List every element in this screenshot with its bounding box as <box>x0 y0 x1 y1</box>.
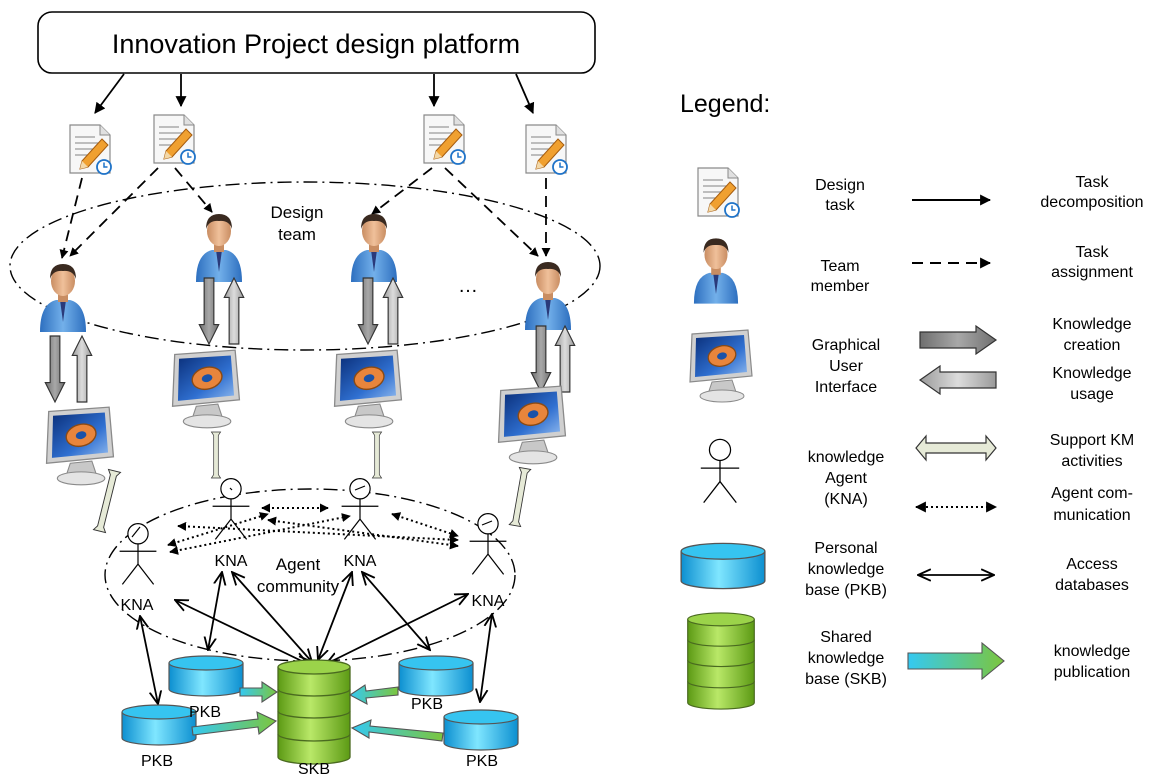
legend-icon-label: Personal <box>814 540 877 557</box>
legend-meaning: Task <box>1076 174 1110 191</box>
legend-personal-database-icon <box>680 542 766 590</box>
team-member-icon <box>351 214 397 282</box>
legend-stick-figure-agent-icon <box>700 438 740 504</box>
legend-meaning: Agent com- <box>1051 485 1133 502</box>
kna-label: KNA <box>344 553 377 570</box>
legend-meaning: decomposition <box>1040 194 1143 211</box>
legend-meaning: Knowledge <box>1052 365 1131 382</box>
legend-gradient-arrow <box>907 641 1005 681</box>
team-member-icon <box>196 214 242 282</box>
personal-database-icon <box>443 709 519 751</box>
legend-icon-label: (KNA) <box>824 491 868 508</box>
task-assignment-arrows <box>59 167 551 259</box>
team-member-icon <box>525 262 571 330</box>
agent-community-boundary <box>104 488 516 662</box>
design-task-icon <box>153 114 196 165</box>
legend-usage-arrow <box>918 364 997 396</box>
legend-title: Legend: <box>680 90 770 118</box>
agent-community-label: Agent <box>276 555 321 574</box>
gui-monitor-icon <box>333 349 403 429</box>
agent-communication-arrows <box>167 503 459 555</box>
legend-icon-label: knowledge <box>808 561 885 578</box>
legend-icon-label: knowledge <box>808 449 885 466</box>
design-task-icon <box>423 114 466 165</box>
task-decomposition-arrows <box>94 73 535 115</box>
legend-icon-label: User <box>829 358 863 375</box>
personal-database-icon <box>398 655 474 697</box>
legend-meaning: usage <box>1070 386 1114 403</box>
legend-icon-label: base (PKB) <box>805 582 887 599</box>
agent-face-marks <box>131 485 493 538</box>
personal-database-icon <box>121 704 197 746</box>
legend-meaning: Access <box>1066 556 1118 573</box>
legend-team-member-icon <box>693 238 739 304</box>
legend-design-task-icon <box>697 167 740 218</box>
kna-label: KNA <box>215 553 248 570</box>
shared-database-icon <box>277 659 351 765</box>
access-database-arrows <box>140 572 492 704</box>
legend-creation-arrow <box>919 324 998 356</box>
more-members-ellipsis: … <box>458 275 478 297</box>
pkb-label: PKB <box>411 696 443 713</box>
knowledge-publication-arrows <box>191 680 444 742</box>
design-task-icon <box>525 124 568 175</box>
platform-box: Innovation Project design platform <box>37 11 596 74</box>
legend-support-arrow <box>915 434 997 462</box>
pkb-label: PKB <box>141 753 173 770</box>
skb-label: SKB <box>298 761 330 776</box>
pkb-label: PKB <box>189 704 221 721</box>
legend-icon-label: member <box>811 278 870 295</box>
legend-meaning: creation <box>1064 337 1121 354</box>
legend-meaning: databases <box>1055 577 1129 594</box>
gui-monitor-icon <box>497 385 567 465</box>
legend-meaning: assignment <box>1051 264 1133 281</box>
design-team-label: Design <box>271 203 324 222</box>
legend-icon-label: Team <box>820 258 859 275</box>
legend-icon-label: task <box>825 197 855 214</box>
gui-monitor-icon <box>171 349 241 429</box>
legend-icon-label: Agent <box>825 470 867 487</box>
design-task-icon <box>69 124 112 175</box>
legend-icon-label: knowledge <box>808 650 885 667</box>
gui-monitor-icon <box>45 406 115 486</box>
legend-meaning: Knowledge <box>1052 316 1131 333</box>
legend: Legend: Design task Task decomposition T… <box>680 90 1144 710</box>
team-member-icon <box>40 264 86 332</box>
legend-icon-label: Design <box>815 177 865 194</box>
kna-label: KNA <box>472 593 505 610</box>
knowledge-creation-usage-arrows <box>44 277 576 403</box>
platform-title: Innovation Project design platform <box>112 29 520 59</box>
legend-icon-label: Shared <box>820 629 872 646</box>
legend-icon-label: base (SKB) <box>805 671 887 688</box>
legend-meaning: munication <box>1053 507 1130 524</box>
legend-gui-monitor-icon <box>689 329 753 403</box>
knowledge-agent-icon <box>118 523 158 585</box>
agent-community-label: community <box>257 577 340 596</box>
design-team-label: team <box>278 225 316 244</box>
legend-meaning: publication <box>1054 664 1131 681</box>
legend-icon-label: Graphical <box>812 337 880 354</box>
legend-shared-database-icon <box>687 612 755 710</box>
kna-label: KNA <box>121 597 154 614</box>
personal-database-icon <box>168 655 244 697</box>
legend-meaning: activities <box>1061 453 1122 470</box>
design-team-boundary <box>9 181 601 351</box>
legend-icon-label: Interface <box>815 379 877 396</box>
legend-meaning: knowledge <box>1054 643 1131 660</box>
pkb-label: PKB <box>466 753 498 770</box>
legend-meaning: Support KM <box>1050 432 1134 449</box>
legend-meaning: Task <box>1076 244 1110 261</box>
